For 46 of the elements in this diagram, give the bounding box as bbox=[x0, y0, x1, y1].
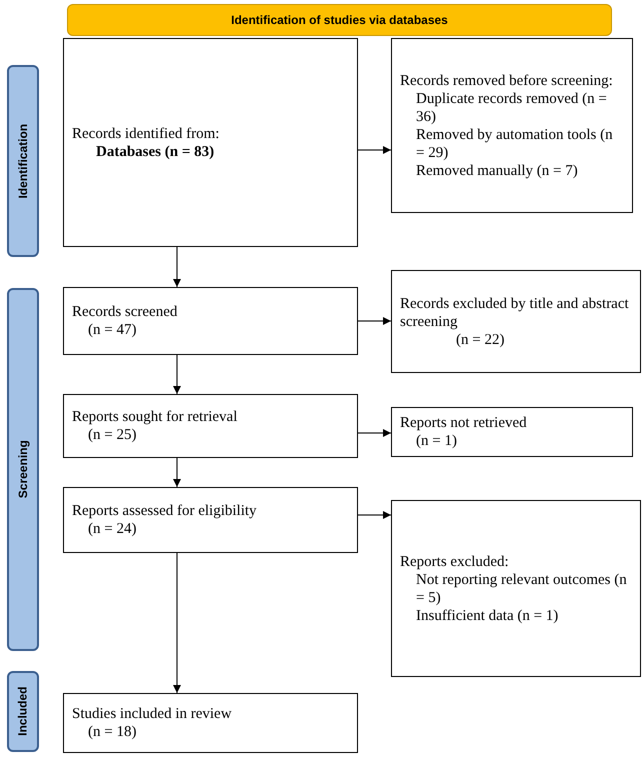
arrow bbox=[173, 552, 181, 694]
process-box bbox=[391, 38, 633, 213]
arrow bbox=[358, 511, 392, 519]
box-text: Databases (n = 83) bbox=[95, 142, 216, 160]
arrow bbox=[173, 458, 181, 488]
stage-text: Screening bbox=[16, 440, 30, 498]
header-text: Identification of studies via databases bbox=[231, 12, 448, 28]
process-box bbox=[391, 270, 641, 373]
stage-text: Included bbox=[16, 686, 30, 736]
stage-text: Identification bbox=[16, 124, 30, 198]
stage-label bbox=[7, 65, 39, 257]
box-text: Reports excluded: bbox=[400, 552, 510, 570]
box-text: (n = 25) bbox=[87, 426, 138, 444]
box-text: Reports not retrieved bbox=[400, 414, 528, 432]
arrow bbox=[173, 246, 181, 288]
box-text: Records identified from: bbox=[72, 124, 220, 142]
box-text: Removed manually (n = 7) bbox=[415, 162, 579, 180]
box-text: Records screened bbox=[72, 303, 178, 321]
process-box bbox=[63, 287, 358, 355]
arrow bbox=[358, 317, 392, 325]
box-text: Insufficient data (n = 1) bbox=[415, 606, 560, 624]
box-text: Reports sought for retrieval bbox=[72, 408, 238, 426]
process-box bbox=[391, 500, 641, 677]
arrow bbox=[358, 146, 392, 154]
process-box bbox=[63, 394, 358, 458]
box-text: (n = 47) bbox=[87, 321, 138, 339]
box-text: (n = 24) bbox=[87, 520, 138, 538]
box-text: (n = 22) bbox=[455, 330, 506, 348]
process-box bbox=[63, 487, 358, 553]
box-text: Duplicate records removed (n = 36) bbox=[415, 90, 608, 126]
box-text: Records excluded by title and abstract screening bbox=[400, 294, 630, 330]
header-banner bbox=[67, 4, 612, 36]
box-text: Reports assessed for eligibility bbox=[72, 502, 258, 520]
process-box bbox=[63, 693, 358, 753]
arrow bbox=[173, 354, 181, 394]
process-box bbox=[391, 407, 633, 457]
box-text: Studies included in review bbox=[72, 705, 233, 723]
box-text: Records removed before screening: bbox=[400, 72, 614, 90]
box-text: (n = 1) bbox=[415, 432, 458, 450]
box-text: (n = 18) bbox=[87, 723, 138, 741]
stage-label bbox=[7, 671, 39, 752]
stage-label bbox=[7, 288, 39, 651]
arrow bbox=[358, 429, 392, 437]
box-text: Removed by automation tools (n = 29) bbox=[415, 126, 614, 162]
box-text: Not reporting relevant outcomes (n = 5) bbox=[415, 570, 628, 606]
process-box bbox=[63, 38, 358, 247]
